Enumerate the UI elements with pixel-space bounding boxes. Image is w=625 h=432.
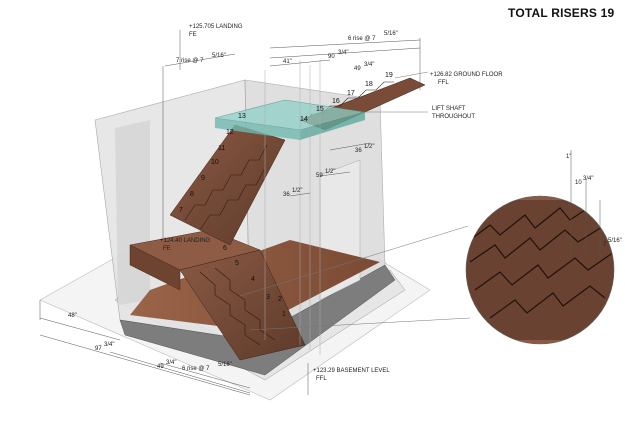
riser-12: 12 <box>226 129 234 136</box>
dim-90-frac: 3/4" <box>338 50 348 56</box>
dim-36a-frac: 1/2" <box>364 144 374 150</box>
annotation-labels: +125.705 LANDING FE +126.82 GROUND FLOOR… <box>160 24 503 382</box>
lower-flight <box>179 249 306 361</box>
riser-4: 4 <box>251 276 255 283</box>
page-title: TOTAL RISERS 19 <box>508 6 615 20</box>
top-rise-frac: 5/16" <box>384 31 398 37</box>
riser-10: 10 <box>211 159 219 166</box>
dim-41: 41" <box>283 59 292 65</box>
top-rise-dim: 6 rise @ 7 <box>348 36 376 42</box>
riser-19: 19 <box>385 72 393 79</box>
riser-11: 11 <box>218 145 225 152</box>
dimension-lines <box>39 30 421 396</box>
detail-dim-10: 10 <box>575 180 582 186</box>
detail-dim-10-frac: 3/4" <box>583 176 593 182</box>
dim-49: 49 <box>354 66 361 72</box>
dim-48: 48" <box>68 313 77 319</box>
left-rise-frac: 5/16" <box>212 53 226 59</box>
upper-flight <box>169 124 286 246</box>
leader-lines <box>239 71 471 331</box>
bottom-rise-dim: 6 rise @ 7 <box>182 366 210 372</box>
riser-8: 8 <box>190 191 194 198</box>
basement-ffl-label: FFL <box>316 376 327 382</box>
dim-49b: 49 <box>157 364 164 370</box>
upper-landing-label: +125.705 LANDING <box>189 24 243 30</box>
ground-floor-ffl-label: FFL <box>438 80 449 86</box>
dim-97: 97 <box>95 346 102 352</box>
dim-49b-frac: 3/4" <box>166 360 176 366</box>
dim-90: 90 <box>328 54 335 60</box>
riser-3: 3 <box>266 294 270 301</box>
mid-landing-fe-label: FE <box>163 246 171 252</box>
riser-17: 17 <box>347 90 355 97</box>
detail-dim-1: 1" <box>566 154 571 160</box>
dim-59: 59 <box>316 173 323 179</box>
riser-18: 18 <box>365 81 373 88</box>
dim-59-frac: 1/2" <box>325 169 335 175</box>
left-rise-dim: 7 rise @ 7 <box>176 58 204 64</box>
detail-callout <box>465 150 615 345</box>
ground-floor-label: +126.82 GROUND FLOOR <box>430 72 503 78</box>
riser-15: 15 <box>316 106 324 113</box>
riser-16: 16 <box>332 98 340 105</box>
lift-shaft-throughout-label: THROUGHOUT <box>432 114 475 120</box>
riser-6: 6 <box>223 245 227 252</box>
detail-dim-7: 7 <box>603 242 607 248</box>
riser-7: 7 <box>179 207 183 214</box>
dimension-texts: 6 rise @ 7 5/16" 7 rise @ 7 5/16" 41" 90… <box>68 31 622 372</box>
riser-9: 9 <box>201 175 205 182</box>
glass-landing <box>214 99 366 140</box>
basement-label: +123.29 BASEMENT LEVEL <box>313 368 390 374</box>
riser-numbers: 1 2 3 4 5 6 7 8 9 10 11 12 13 14 15 16 1… <box>179 72 393 318</box>
dim-97-frac: 3/4" <box>104 342 114 348</box>
dim-36a: 36 <box>355 148 362 154</box>
riser-14: 14 <box>300 116 308 123</box>
dim-49-frac: 3/4" <box>364 62 374 68</box>
dim-36b: 36 <box>283 192 290 198</box>
detail-dim-7-frac: 5/16" <box>608 238 622 244</box>
dim-36b-frac: 1/2" <box>292 188 302 194</box>
upper-landing-fe-label: FE <box>189 32 197 38</box>
riser-13: 13 <box>238 113 246 120</box>
bottom-rise-frac: 5/16" <box>218 362 232 368</box>
riser-2: 2 <box>278 296 282 303</box>
lift-shaft <box>264 60 321 355</box>
lift-shaft-label: LIFT SHAFT <box>432 106 466 112</box>
mid-landing-label: +124.40 LANDING <box>160 238 211 244</box>
riser-1: 1 <box>282 311 286 318</box>
riser-5: 5 <box>235 260 239 267</box>
